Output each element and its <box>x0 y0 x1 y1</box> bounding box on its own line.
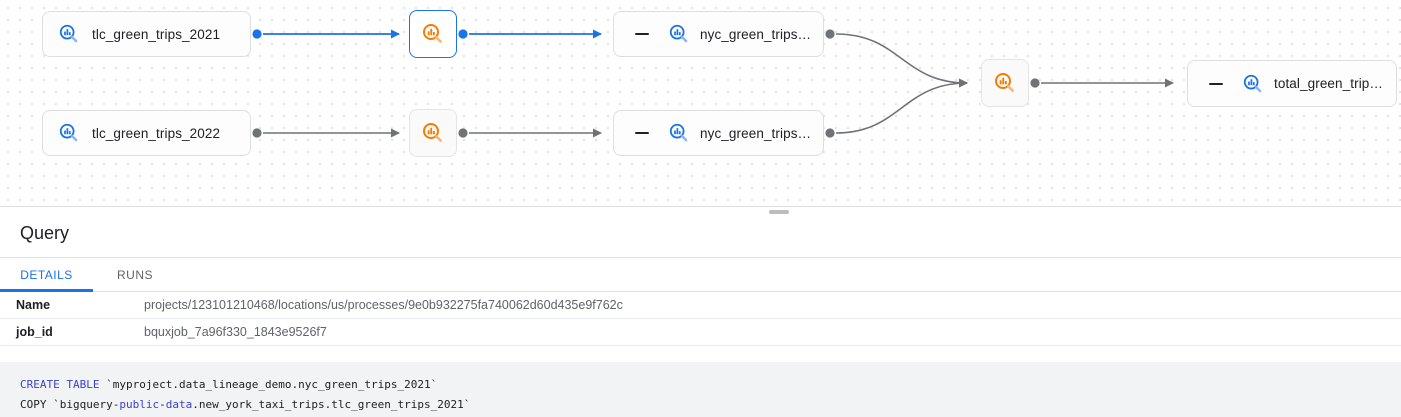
collapse-icon[interactable] <box>634 126 649 141</box>
bigquery-table-icon <box>668 122 690 144</box>
sql-line: CREATE TABLE `myproject.data_lineage_dem… <box>20 375 1381 395</box>
lineage-edge <box>835 78 968 134</box>
edge-port-dot <box>825 29 835 39</box>
lineage-graph-canvas[interactable]: tlc_green_trips_2021 nyc_green_trips… tl… <box>0 0 1401 207</box>
tab-runs[interactable]: RUNS <box>93 258 177 291</box>
minus-glyph <box>634 132 649 134</box>
collapse-icon[interactable] <box>1208 76 1223 91</box>
lineage-edge <box>835 33 968 88</box>
table-node-label: tlc_green_trips_2022 <box>92 125 221 141</box>
bigquery-table-icon <box>58 122 80 144</box>
sql-text: - <box>159 397 166 411</box>
bigquery-table-icon <box>1242 73 1264 95</box>
panel-resize-handle[interactable] <box>769 210 789 214</box>
detail-row-job-id: job_id bquxjob_7a96f330_1843e9526f7 <box>0 319 1401 346</box>
panel-title: Query <box>20 223 70 243</box>
table-node-label: nyc_green_trips… <box>700 26 812 42</box>
tab-label: DETAILS <box>20 267 73 282</box>
detail-row-label: job_id <box>16 325 53 339</box>
detail-row-value: bquxjob_7a96f330_1843e9526f7 <box>144 325 327 339</box>
detail-row-label: Name <box>16 298 51 312</box>
detail-row-name: Name projects/123101210468/locations/us/… <box>0 292 1401 319</box>
sql-text: COPY `bigquery- <box>20 397 120 411</box>
table-node-label: tlc_green_trips_2021 <box>92 26 221 42</box>
table-node-nyc-green-trips-2021[interactable]: nyc_green_trips… <box>613 11 824 57</box>
minus-glyph <box>634 33 649 35</box>
detail-row-value: projects/123101210468/locations/us/proce… <box>144 298 623 312</box>
sql-keyword: public <box>119 397 160 411</box>
table-node-nyc-green-trips-2022[interactable]: nyc_green_trips… <box>613 110 824 156</box>
edge-port-dot <box>1030 78 1040 88</box>
bigquery-job-icon <box>993 71 1017 95</box>
process-node-query-2022[interactable] <box>409 109 457 157</box>
bigquery-job-icon <box>421 22 445 46</box>
minus-glyph <box>1208 82 1223 85</box>
edge-port-dot <box>252 29 262 39</box>
edge-port-dot <box>252 128 262 138</box>
sql-keyword: CREATE TABLE <box>20 377 100 391</box>
edge-port-dot <box>458 29 468 39</box>
sql-text: .new_york_taxi_trips.tlc_green_trips_202… <box>192 397 471 411</box>
bigquery-table-icon <box>58 23 80 45</box>
table-node-tlc-green-trips-2021[interactable]: tlc_green_trips_2021 <box>42 11 251 57</box>
edge-port-dot <box>825 128 835 138</box>
tab-label: RUNS <box>116 267 153 282</box>
bigquery-table-icon <box>668 23 690 45</box>
table-node-label: nyc_green_trips… <box>700 125 812 141</box>
edge-layer <box>252 29 1174 138</box>
details-panel: Query DETAILS RUNS Name projects/1231012… <box>0 207 1401 346</box>
edge-port-dot <box>458 128 468 138</box>
process-node-query-2021[interactable] <box>409 10 457 58</box>
sql-line: COPY `bigquery-public-data.new_york_taxi… <box>20 395 1381 415</box>
table-node-tlc-green-trips-2022[interactable]: tlc_green_trips_2022 <box>42 110 251 156</box>
sql-code-block: CREATE TABLE `myproject.data_lineage_dem… <box>0 361 1401 417</box>
sql-text: `myproject.data_lineage_demo.nyc_green_t… <box>99 377 438 391</box>
process-node-query-merge[interactable] <box>981 59 1029 107</box>
collapse-icon[interactable] <box>634 27 649 42</box>
tab-details[interactable]: DETAILS <box>0 258 93 292</box>
table-node-total-green-trips[interactable]: total_green_trip… <box>1187 60 1397 107</box>
table-node-label: total_green_trip… <box>1274 76 1384 91</box>
tab-bar: DETAILS RUNS <box>0 257 1401 292</box>
sql-keyword: data <box>165 397 193 411</box>
bigquery-job-icon <box>421 121 445 145</box>
panel-spacer <box>0 346 1401 362</box>
